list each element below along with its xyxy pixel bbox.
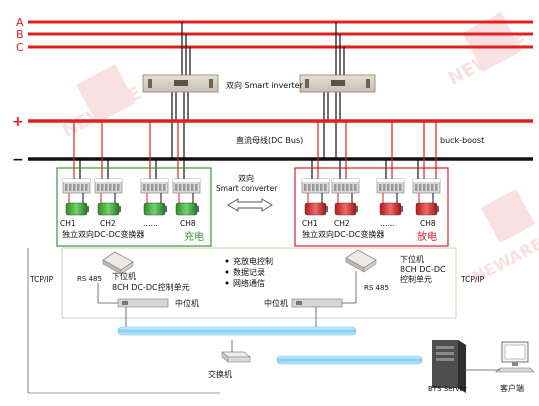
discharge-battery-cell-3: [379, 202, 403, 216]
right-lower-line3: 控制单元: [400, 274, 432, 284]
inverter-unit-1: [142, 74, 219, 93]
converter-bus-wires: [73, 121, 437, 180]
charge-module-1: [62, 178, 91, 216]
phase-c-label: C: [16, 41, 24, 54]
dc-plus-label: +: [12, 114, 24, 130]
charge-module-4: [172, 178, 201, 216]
charge-ch1-label: CH1: [60, 219, 76, 228]
discharge-battery-cell-2: [334, 202, 358, 216]
charge-battery-cell-3: [143, 202, 167, 216]
dc-bus-label: 直流母线(DC Bus): [236, 135, 303, 145]
phase-b-label: B: [16, 28, 24, 41]
charge-modules: [62, 178, 201, 216]
left-lower-title: 下位机: [112, 271, 136, 281]
watermark-logo-right: NEWARE: [445, 12, 531, 90]
charge-ch8-label: CH8: [180, 219, 196, 228]
network-backbone-lower: [276, 355, 423, 365]
server-label: BTS Server: [428, 385, 467, 393]
discharge-ellipsis-label: ……: [380, 219, 395, 228]
right-rs485-label: RS 485: [364, 284, 389, 292]
watermark-logo-bottom-right: NEWARE: [469, 188, 539, 287]
switch-label: 交换机: [208, 369, 232, 379]
discharge-ch2-label: CH2: [334, 219, 350, 228]
discharge-battery-cell-4: [415, 202, 439, 216]
charge-battery-cell-2: [97, 202, 121, 216]
converter-label-line1: 双向: [238, 173, 254, 183]
feature-list: 充放电控制 数据记录 网络通信: [225, 256, 273, 288]
feature-item-3: 网络通信: [233, 278, 265, 288]
inverter-ac-wires: [181, 22, 345, 76]
charge-caption: 独立双向DC-DC变换器: [62, 229, 144, 239]
client-computer-icon: [495, 341, 535, 373]
inverter-unit-2: [299, 74, 376, 93]
charge-ch2-label: CH2: [100, 219, 116, 228]
discharge-caption: 独立双向DC-DC变换器: [302, 229, 384, 239]
tcpip-left-label: TCP/IP: [29, 275, 54, 284]
client-label: 客户端: [500, 383, 524, 393]
charge-ellipsis-label: ……: [143, 219, 158, 228]
right-lower-controller-icon: [345, 249, 377, 273]
discharge-battery-cell-1: [304, 202, 328, 216]
right-host-label: 中位机: [264, 298, 288, 308]
discharge-ch8-label: CH8: [420, 219, 436, 228]
discharge-mode-label: 放电: [417, 230, 437, 243]
left-rs485-label: RS 485: [77, 275, 102, 283]
discharge-group-frame: [294, 167, 449, 247]
charge-battery-cell-1: [65, 202, 89, 216]
left-lower-controller-icon: [102, 251, 134, 275]
feature-item-2: 数据记录: [233, 267, 265, 277]
network-switch-icon: [221, 351, 251, 363]
charge-module-2: [94, 178, 123, 216]
dc-bus: + − 直流母线(DC Bus) buck-boost: [12, 114, 533, 168]
inverter-dc-wires: [171, 92, 341, 158]
right-lower-line2: 8CH DC-DC: [400, 265, 446, 274]
left-host-label: 中位机: [175, 298, 199, 308]
discharge-module-1: [301, 178, 330, 216]
discharge-module-4: [412, 178, 441, 216]
bts-server-icon: [432, 340, 466, 393]
dc-minus-label: −: [12, 152, 24, 168]
control-panel-frame: [61, 247, 457, 319]
charge-mode-label: 充电: [184, 230, 204, 243]
discharge-ch1-label: CH1: [302, 219, 318, 228]
buck-boost-label: buck-boost: [440, 136, 484, 145]
discharge-module-2: [331, 178, 360, 216]
bidirectional-arrow: [227, 198, 273, 212]
inverter-label: 双向 Smart inverter: [226, 80, 304, 90]
converter-label-line2: Smart converter: [216, 184, 278, 193]
tcpip-right-label: TCP/IP: [460, 275, 485, 284]
network-backbone-upper: [117, 326, 357, 336]
phase-a-label: A: [16, 16, 24, 29]
left-lower-subtitle: 8CH DC-DC控制单元: [112, 282, 190, 292]
charge-battery-cell-4: [175, 202, 199, 216]
feature-item-1: 充放电控制: [233, 256, 273, 266]
right-lower-title: 下位机: [400, 254, 424, 264]
discharge-module-3: [376, 178, 405, 216]
charge-module-3: [140, 178, 169, 216]
discharge-modules: [301, 178, 441, 216]
ac-phase-lines: A B C: [16, 16, 533, 54]
charge-group-frame: [56, 167, 212, 247]
